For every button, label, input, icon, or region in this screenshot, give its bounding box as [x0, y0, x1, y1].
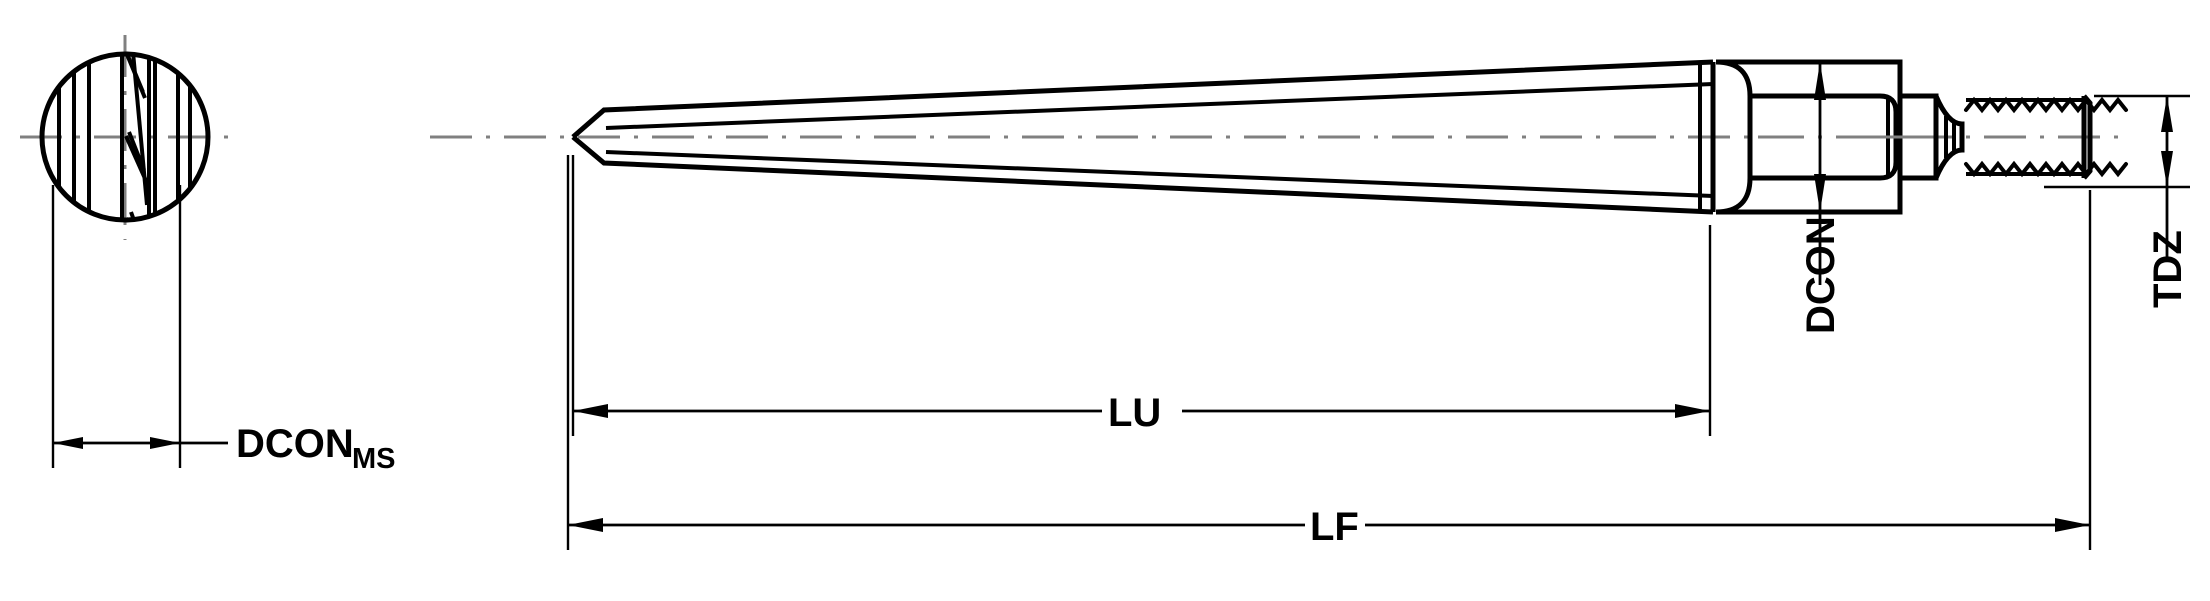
taper-bottom-outline — [571, 135, 1714, 215]
thread-profile-bottom — [1964, 160, 2128, 178]
thread-profile-top — [1964, 96, 2128, 114]
dimension-dcon-ms: DCON MS — [53, 422, 396, 475]
lf-arrow-right — [2055, 518, 2090, 532]
lu-arrow-left — [573, 404, 608, 418]
dimension-sublabel-dcon-ms: MS — [352, 443, 396, 475]
taper-top-outline — [571, 59, 1714, 139]
dcon-ms-arrow-left — [53, 437, 83, 449]
tdz-arrow-top — [2161, 96, 2173, 132]
dcon-arrow-bottom — [1814, 174, 1826, 212]
dimension-label-tdz: TDZ — [2146, 230, 2190, 308]
end-view-circle-outline — [39, 51, 211, 223]
dimension-label-dcon: DCON — [1799, 216, 1843, 334]
taper-upper-flute-line — [605, 82, 1714, 130]
dimension-label-dcon-ms: DCON — [236, 422, 354, 466]
dimension-lf: LF — [566, 155, 2092, 550]
dimension-tdz: TDZ — [2044, 94, 2190, 308]
taper-lower-flute-line — [605, 150, 1714, 198]
collar-outline — [1900, 93, 1939, 181]
thread-end-chamfer — [2082, 94, 2093, 180]
end-view-flute-lines — [57, 56, 192, 218]
end-view-group — [20, 35, 238, 468]
dcon-arrow-top — [1814, 62, 1826, 100]
dimension-dcon: DCON — [1799, 62, 1843, 334]
dimension-label-lu: LU — [1108, 391, 1161, 435]
shank-shoulder-fillet — [1715, 59, 1753, 215]
dcon-ms-arrow-right — [150, 437, 180, 449]
lf-arrow-left — [568, 518, 603, 532]
dimension-lu: LU — [571, 155, 1712, 436]
dimension-label-lf: LF — [1310, 505, 1359, 549]
tdz-arrow-bottom — [2161, 151, 2173, 187]
side-view-group — [430, 59, 2130, 215]
lu-arrow-right — [1675, 404, 1710, 418]
